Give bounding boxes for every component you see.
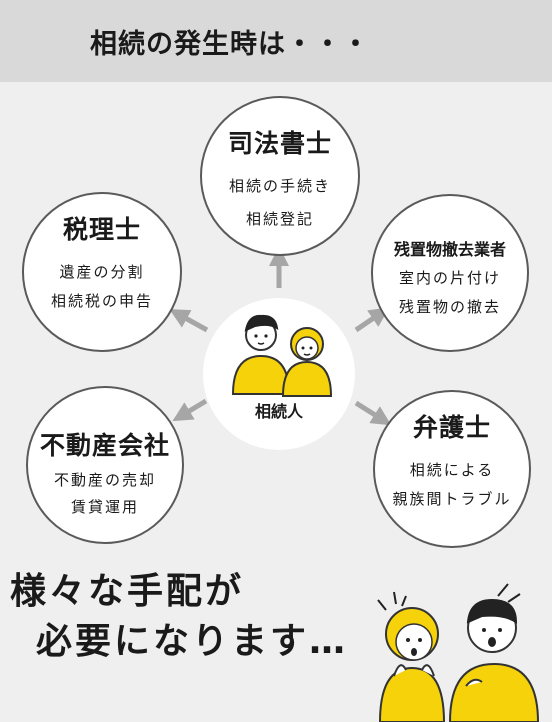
node-line: 室内の片付け [398, 269, 501, 287]
node-real-estate: 不動産会社 不動産の売却 賃貸運用 [26, 386, 184, 544]
node-line: 残置物の撤去 [398, 298, 501, 316]
center-heirs: 相続人 [203, 298, 355, 450]
node-line: 相続登記 [245, 210, 314, 228]
node-title: 不動産会社 [39, 431, 170, 460]
node-tax-accountant: 税理士 遺産の分割 相続税の申告 [22, 192, 182, 352]
header-banner: 相続の発生時は・・・ [0, 0, 552, 82]
heirs-illustration [231, 314, 333, 397]
node-removal-company: 残置物撤去業者 室内の片付け 残置物の撤去 [371, 194, 529, 352]
arrow-to-lawyer [354, 400, 392, 426]
surprised-couple-illustration [377, 583, 540, 722]
node-title: 司法書士 [227, 129, 332, 158]
center-label: 相続人 [254, 402, 303, 421]
node-title: 税理士 [62, 215, 141, 244]
node-line: 不動産の売却 [53, 471, 156, 489]
arrow-to-real-estate [172, 398, 208, 422]
arrow-to-tax-accountant [169, 309, 209, 333]
node-line: 相続税の申告 [50, 292, 153, 310]
node-line: 親族間トラブル [392, 490, 512, 508]
header-title: 相続の発生時は・・・ [90, 29, 370, 60]
node-line: 賃貸運用 [70, 498, 139, 516]
footer-line-2: 必要になります… [36, 621, 349, 662]
footer-line-1: 様々な手配が [10, 571, 245, 612]
node-lawyer: 弁護士 相続による 親族間トラブル [373, 390, 531, 548]
node-line: 相続による [409, 461, 495, 479]
node-line: 遺産の分割 [59, 263, 145, 281]
node-line: 相続の手続き [228, 177, 331, 195]
node-judicial-scrivener: 司法書士 相続の手続き 相続登記 [200, 96, 360, 256]
node-title: 残置物撤去業者 [393, 240, 506, 259]
arrow-to-removal-company [354, 307, 390, 333]
node-title: 弁護士 [412, 413, 491, 442]
